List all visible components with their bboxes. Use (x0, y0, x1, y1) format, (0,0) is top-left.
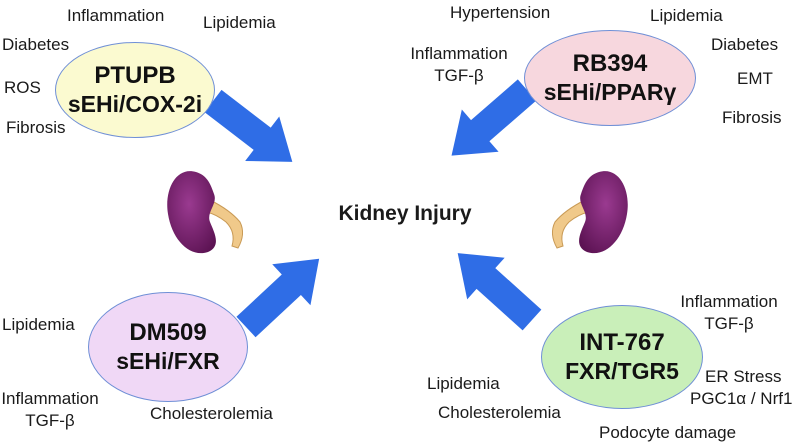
dm509-ellipse: DM509 sEHi/FXR (88, 292, 248, 402)
rb394-label-diabetes: Diabetes (711, 35, 779, 54)
int767-ellipse: INT-767 FXR/TGR5 (541, 305, 703, 409)
ptupb-label-lipidemia: Lipidemia (203, 13, 276, 32)
rb394-ellipse: RB394 sEHi/PPARγ (524, 30, 696, 126)
arrow-icon-top-left (204, 89, 293, 162)
arrow-icon-bottom-right (457, 253, 542, 331)
dm509-label-cholesterolemia: Cholesterolemia (150, 404, 273, 423)
rb394-target: sEHi/PPARγ (543, 79, 677, 105)
rb394-label-tgf-beta: TGF-β (434, 66, 484, 85)
kidney-icon-right (551, 171, 628, 254)
ptupb-label-diabetes: Diabetes (2, 35, 70, 54)
ptupb-label-inflammation: Inflammation (67, 6, 165, 25)
rb394-label-fibrosis: Fibrosis (722, 108, 782, 127)
int767-label-inflammation: Inflammation (680, 292, 778, 311)
int767-name: INT-767 (579, 329, 665, 356)
int767-label-podocyte-damage: Podocyte damage (599, 423, 737, 442)
int767-label-tgf-beta: TGF-β (704, 314, 754, 333)
ptupb-label-ros: ROS (4, 78, 41, 97)
center-title: Kidney Injury (338, 202, 472, 225)
arrow-icon-top-right (451, 79, 537, 156)
ptupb-ellipse: PTUPB sEHi/COX-2i (55, 42, 215, 138)
dm509-name: DM509 (129, 319, 207, 346)
ptupb-label-fibrosis: Fibrosis (6, 118, 66, 137)
dm509-target: sEHi/FXR (116, 348, 220, 374)
rb394-label-emt: EMT (737, 69, 773, 88)
dm509-label-lipidemia: Lipidemia (2, 315, 75, 334)
kidney-icon-left (167, 171, 244, 254)
ptupb-name: PTUPB (94, 62, 176, 89)
int767-label-pgc1a-nrf1: PGC1α / Nrf1 (690, 389, 793, 408)
rb394-name: RB394 (572, 50, 648, 77)
rb394-label-lipidemia: Lipidemia (650, 6, 723, 25)
int767-label-lipidemia: Lipidemia (427, 374, 500, 393)
dm509-label-inflammation: Inflammation (1, 389, 99, 408)
int767-label-er-stress: ER Stress (705, 367, 782, 386)
ptupb-target: sEHi/COX-2i (67, 91, 203, 117)
int767-label-cholesterolemia: Cholesterolemia (438, 403, 561, 422)
arrow-icon-bottom-left (236, 258, 320, 338)
rb394-label-inflammation: Inflammation (410, 44, 508, 63)
dm509-label-tgf-beta: TGF-β (25, 411, 75, 430)
rb394-label-hypertension: Hypertension (450, 3, 551, 22)
int767-target: FXR/TGR5 (565, 358, 679, 384)
